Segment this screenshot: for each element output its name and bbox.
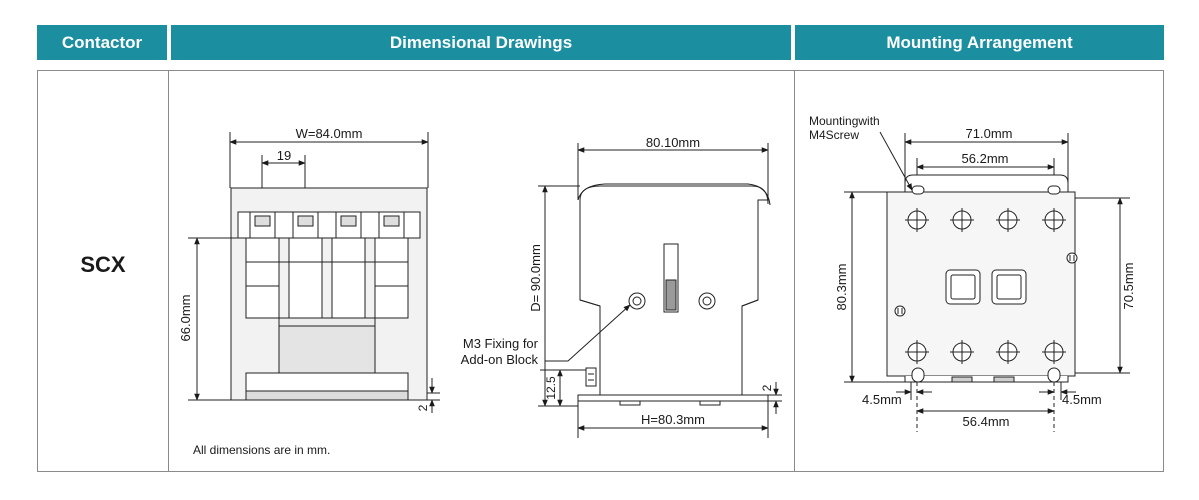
model-name: SCX <box>80 252 126 277</box>
mount-outer-width-label: 71.0mm <box>966 126 1013 141</box>
side-base-label: H=80.3mm <box>641 412 705 427</box>
column-divider-2 <box>794 70 795 472</box>
header-contactor: Contactor <box>37 25 167 60</box>
header-dimensional-drawings-label: Dimensional Drawings <box>389 32 573 52</box>
header-dimensional-drawings: Dimensional Drawings <box>171 25 791 60</box>
side-top-label: 80.10mm <box>646 135 700 150</box>
header-mounting-arrangement-label: Mounting Arrangement <box>886 32 1073 52</box>
footnote: All dimensions are in mm. <box>193 443 330 457</box>
front-view-drawing <box>188 132 440 413</box>
mount-inner-width-label: 56.2mm <box>962 151 1009 166</box>
mounting-drawing <box>844 131 1130 432</box>
front-offset-label: 2 <box>416 404 430 411</box>
header-contactor-label: Contactor <box>61 32 143 52</box>
side-fixing-label-2: Add-on Block <box>461 352 539 367</box>
mount-right-height-label: 70.5mm <box>1121 263 1136 310</box>
side-fixing-label-1: M3 Fixing for <box>463 336 539 351</box>
table-frame <box>37 70 1164 472</box>
front-height-label: 66.0mm <box>178 295 193 342</box>
side-rail-label: 12.5 <box>544 376 558 400</box>
mount-right-margin-label: 4.5mm <box>1062 392 1102 407</box>
side-view-drawing <box>538 143 782 438</box>
side-depth-label: D= 90.0mm <box>528 244 543 312</box>
mount-left-height-label: 80.3mm <box>834 264 849 311</box>
front-pitch-label: 19 <box>277 148 291 163</box>
column-divider-1 <box>168 70 169 472</box>
mount-screw-label-2: M4Screw <box>809 128 859 142</box>
front-width-label: W=84.0mm <box>296 126 363 141</box>
side-offset-label: 2 <box>760 384 774 391</box>
header-mounting-arrangement: Mounting Arrangement <box>795 25 1164 60</box>
mount-screw-label-1: Mountingwith <box>809 114 880 128</box>
mount-left-margin-label: 4.5mm <box>862 392 902 407</box>
mount-bottom-width-label: 56.4mm <box>963 414 1010 429</box>
